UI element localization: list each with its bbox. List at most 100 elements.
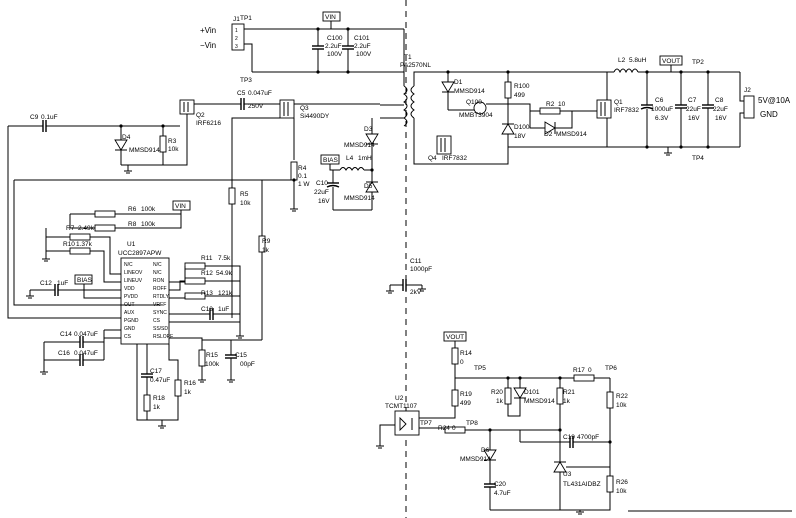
svg-text:C13: C13 bbox=[201, 306, 213, 313]
d100-zener: D100 18V bbox=[501, 123, 530, 140]
svg-text:C7: C7 bbox=[688, 97, 697, 104]
svg-text:0.047uF: 0.047uF bbox=[248, 90, 272, 97]
svg-text:Q3: Q3 bbox=[300, 105, 309, 112]
r5-resistor: R5 10k bbox=[228, 187, 251, 207]
tp3-label: TP3 bbox=[240, 77, 252, 84]
svg-text:D3: D3 bbox=[364, 126, 373, 133]
svg-text:D2: D2 bbox=[544, 131, 553, 138]
svg-text:16V: 16V bbox=[715, 115, 727, 122]
svg-text:U3: U3 bbox=[563, 471, 572, 478]
svg-text:CS: CS bbox=[124, 334, 132, 340]
tp5-label: TP5 bbox=[474, 365, 486, 372]
r17-resistor: R17 0 bbox=[573, 367, 595, 382]
svg-text:PA2570NL: PA2570NL bbox=[400, 62, 431, 69]
c11-capacitor: C11 1000pF 2kV bbox=[390, 258, 432, 296]
svg-text:C19: C19 bbox=[563, 434, 575, 441]
svg-text:R13: R13 bbox=[201, 290, 213, 297]
svg-text:1k: 1k bbox=[496, 398, 504, 405]
svg-text:0: 0 bbox=[460, 359, 464, 366]
u1-controller: U1 UCC2897APW N/C LINEOV LINEUV VDD PVDD… bbox=[118, 241, 174, 345]
svg-text:C9: C9 bbox=[30, 114, 39, 121]
j2-connector: J2 5V@10A GND bbox=[743, 87, 791, 119]
svg-text:RSLOPE: RSLOPE bbox=[153, 334, 174, 340]
r12-resistor: R12 54.9k bbox=[184, 270, 233, 285]
svg-text:CS: CS bbox=[153, 318, 161, 324]
l2-inductor: L2 5.8uH bbox=[613, 57, 647, 74]
c16-capacitor: C16 0.047uF bbox=[44, 350, 104, 366]
r18-resistor: R18 1k bbox=[143, 394, 165, 412]
svg-text:VIN: VIN bbox=[175, 203, 186, 210]
svg-text:1uF: 1uF bbox=[218, 306, 229, 313]
j1-connector: J1 +Vin −Vin 1 2 3 bbox=[200, 16, 245, 51]
r24-resistor: R24 0 bbox=[438, 425, 466, 434]
svg-text:Q100: Q100 bbox=[466, 99, 482, 106]
svg-text:2.49k: 2.49k bbox=[78, 225, 95, 232]
c101-capacitor: C101 2.2uF 100V bbox=[342, 29, 372, 72]
svg-text:18V: 18V bbox=[514, 133, 526, 140]
svg-text:BIAS: BIAS bbox=[77, 277, 92, 284]
d2-diode: D2 MMSD914 bbox=[544, 121, 587, 138]
svg-text:100k: 100k bbox=[141, 221, 156, 228]
r14-resistor: R14 0 bbox=[451, 347, 472, 366]
svg-text:10: 10 bbox=[558, 101, 566, 108]
vout-net-label-fb: VOUT bbox=[443, 331, 467, 342]
svg-text:R5: R5 bbox=[240, 191, 249, 198]
svg-text:VOUT: VOUT bbox=[446, 334, 464, 341]
tp7-label: TP7 bbox=[420, 420, 432, 427]
svg-text:C14: C14 bbox=[60, 331, 72, 338]
r16-resistor: R16 1k bbox=[174, 379, 196, 397]
svg-text:R21: R21 bbox=[563, 389, 575, 396]
r8-resistor: R8 100k bbox=[70, 214, 182, 232]
svg-text:RTDLY: RTDLY bbox=[153, 294, 170, 300]
u2-optocoupler: U2 TCMT1107 bbox=[385, 395, 420, 436]
svg-text:1k: 1k bbox=[153, 404, 161, 411]
svg-text:1000uF: 1000uF bbox=[651, 106, 673, 113]
svg-text:C11: C11 bbox=[410, 258, 422, 265]
vin-plus-label: +Vin bbox=[200, 26, 216, 35]
svg-text:MMSD914: MMSD914 bbox=[344, 195, 375, 202]
bias-net-label-ic: BIAS bbox=[74, 274, 92, 285]
svg-text:L2: L2 bbox=[618, 57, 626, 64]
svg-text:Q2: Q2 bbox=[196, 112, 205, 119]
svg-text:3: 3 bbox=[235, 44, 238, 50]
svg-text:Si4490DY: Si4490DY bbox=[300, 113, 330, 120]
svg-text:121k: 121k bbox=[218, 290, 233, 297]
r21-resistor: R21 1k bbox=[556, 387, 575, 405]
svg-text:R4: R4 bbox=[298, 165, 307, 172]
svg-text:R26: R26 bbox=[616, 479, 628, 486]
tp1-label: TP1 bbox=[240, 15, 252, 22]
svg-text:SYNC: SYNC bbox=[153, 310, 167, 316]
svg-text:D1: D1 bbox=[454, 79, 463, 86]
r4-resistor: R4 0.1 1 W bbox=[290, 161, 310, 205]
gnd-label: GND bbox=[760, 110, 778, 119]
d6-diode: D6 MMSD914 bbox=[460, 447, 497, 463]
svg-text:N/C: N/C bbox=[124, 262, 133, 268]
c12-capacitor: C12 1uF bbox=[30, 280, 121, 296]
svg-text:R22: R22 bbox=[616, 393, 628, 400]
d4-diode: D4 MMSD914 bbox=[114, 126, 160, 165]
svg-text:2.2uF: 2.2uF bbox=[354, 43, 371, 50]
svg-text:PGND: PGND bbox=[124, 318, 139, 324]
junction-dots bbox=[119, 27, 710, 444]
svg-text:499: 499 bbox=[460, 400, 471, 407]
svg-text:1mH: 1mH bbox=[358, 155, 372, 162]
r15-resistor: R15 100k bbox=[198, 349, 220, 368]
c13-capacitor: C13 1uF bbox=[169, 306, 240, 320]
svg-text:IRF6216: IRF6216 bbox=[196, 120, 221, 127]
svg-text:C101: C101 bbox=[354, 35, 370, 42]
svg-text:D4: D4 bbox=[122, 134, 131, 141]
svg-text:10k: 10k bbox=[616, 402, 627, 409]
svg-text:VIN: VIN bbox=[325, 14, 336, 21]
u3-shunt-regulator: U3 TL431AIDBZ bbox=[553, 461, 601, 488]
r3-resistor: R3 10k bbox=[159, 126, 179, 165]
svg-text:MMSD914: MMSD914 bbox=[524, 398, 555, 405]
svg-text:0: 0 bbox=[588, 367, 592, 374]
c7-capacitor: C7 22uF 16V bbox=[675, 72, 701, 147]
svg-text:250V: 250V bbox=[248, 103, 264, 110]
svg-text:0.047uF: 0.047uF bbox=[74, 350, 98, 357]
svg-text:0: 0 bbox=[452, 425, 456, 432]
svg-text:0.1uF: 0.1uF bbox=[41, 114, 58, 121]
svg-text:C5: C5 bbox=[237, 90, 246, 97]
svg-text:N/C: N/C bbox=[153, 270, 162, 276]
